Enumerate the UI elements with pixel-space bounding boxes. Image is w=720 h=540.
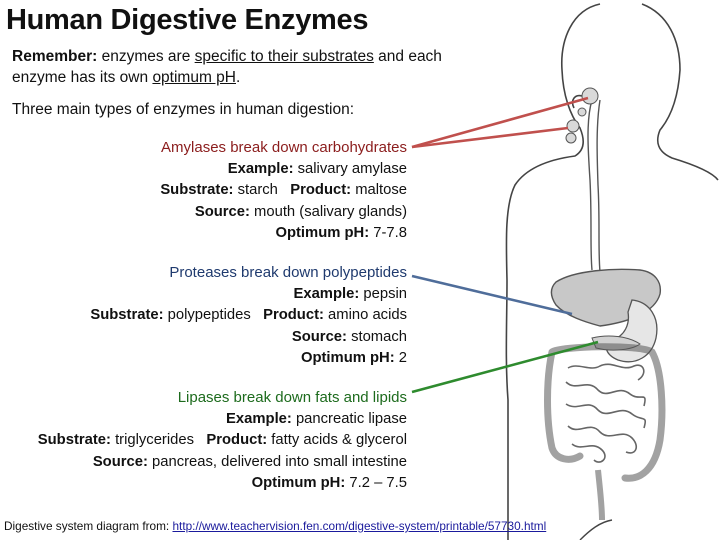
amylase-arrow xyxy=(411,96,589,149)
source-label: Source: xyxy=(92,453,148,470)
example-label: Example: xyxy=(226,410,292,427)
proteases-block: Proteases break down polypeptides Exampl… xyxy=(90,262,407,370)
reminder-end: . xyxy=(236,69,241,86)
esophagus xyxy=(587,99,601,273)
proteases-example: Example: pepsin xyxy=(90,284,407,306)
intro-text: Three main types of enzymes in human dig… xyxy=(12,101,355,118)
amylases-example: Example: salivary amylase xyxy=(160,159,407,181)
protease-arrow xyxy=(411,274,573,316)
example-value: salivary amylase xyxy=(293,160,407,177)
substrate-value: starch xyxy=(233,182,278,198)
proteases-source: Source: stomach xyxy=(90,327,407,349)
product-value: fatty acids & glycerol xyxy=(267,432,407,448)
substrate-label: Substrate: xyxy=(160,182,234,198)
lipases-block: Lipases break down fats and lipids Examp… xyxy=(38,387,407,495)
amylases-block: Amylases break down carbohydrates Exampl… xyxy=(160,137,407,245)
ph-value: 7.2 – 7.5 xyxy=(345,475,407,491)
reminder-text-2: and each enzyme has its own xyxy=(12,48,442,86)
ph-value: 2 xyxy=(394,350,407,366)
substrate-value: triglycerides xyxy=(110,432,195,448)
substrate-label: Substrate: xyxy=(37,432,111,448)
amylases-ph: Optimum pH: 7-7.8 xyxy=(160,223,407,245)
example-value: pancreatic lipase xyxy=(291,410,407,427)
source-value: mouth (salivary glands) xyxy=(249,203,407,220)
lipases-source: Source: pancreas, delivered into small i… xyxy=(38,452,407,474)
reminder-label: Remember: xyxy=(12,48,98,65)
source-label: Source: xyxy=(194,203,250,220)
substrate-value: polypeptides xyxy=(163,307,251,323)
ph-label: Optimum pH: xyxy=(275,225,370,241)
lipase-arrow xyxy=(411,340,599,394)
proteases-ph: Optimum pH: 2 xyxy=(90,348,407,370)
ph-label: Optimum pH: xyxy=(251,475,346,491)
reminder-underlined: specific to their substrates xyxy=(194,48,374,65)
page-title: Human Digestive Enzymes xyxy=(6,4,369,36)
large-intestine xyxy=(544,343,666,482)
ph-value: 7-7.8 xyxy=(369,225,407,241)
diagram-credit: Digestive system diagram from: http://ww… xyxy=(4,519,546,533)
product-label: Product: xyxy=(290,182,352,198)
product-label: Product: xyxy=(263,307,324,323)
reminder-underlined-2: optimum pH xyxy=(152,69,236,86)
small-intestine xyxy=(565,363,647,463)
lipases-example: Example: pancreatic lipase xyxy=(38,409,407,431)
lipases-substrate-product: Substrate: triglycerides Product: fatty … xyxy=(38,430,407,452)
substrate-label: Substrate: xyxy=(90,307,164,323)
amylases-source: Source: mouth (salivary glands) xyxy=(160,202,407,224)
credit-link[interactable]: http://www.teachervision.fen.com/digesti… xyxy=(172,519,547,533)
source-value: pancreas, delivered into small intestine xyxy=(147,453,407,470)
salivary-glands xyxy=(565,87,599,144)
example-label: Example: xyxy=(293,285,360,302)
reminder-note: Remember: enzymes are specific to their … xyxy=(12,46,452,88)
source-label: Source: xyxy=(291,328,347,345)
proteases-substrate-product: Substrate: polypeptides Product: amino a… xyxy=(90,305,407,327)
lipases-heading: Lipases break down fats and lipids xyxy=(177,389,407,406)
amylases-heading: Amylases break down carbohydrates xyxy=(161,139,407,156)
lipases-ph: Optimum pH: 7.2 – 7.5 xyxy=(38,473,407,495)
amylases-substrate-product: Substrate: starch Product: maltose xyxy=(160,180,407,202)
example-label: Example: xyxy=(227,160,294,177)
source-value: stomach xyxy=(346,328,407,345)
product-label: Product: xyxy=(206,432,268,448)
body-outline xyxy=(505,3,719,540)
reminder-text: enzymes are xyxy=(97,48,195,65)
leg-outline xyxy=(579,519,613,540)
product-value: amino acids xyxy=(323,307,407,323)
ph-label: Optimum pH: xyxy=(300,350,395,366)
proteases-heading: Proteases break down polypeptides xyxy=(169,264,407,281)
example-value: pepsin xyxy=(359,285,407,302)
rectum xyxy=(595,469,605,521)
product-value: maltose xyxy=(351,182,407,198)
credit-text: Digestive system diagram from: xyxy=(4,519,173,533)
